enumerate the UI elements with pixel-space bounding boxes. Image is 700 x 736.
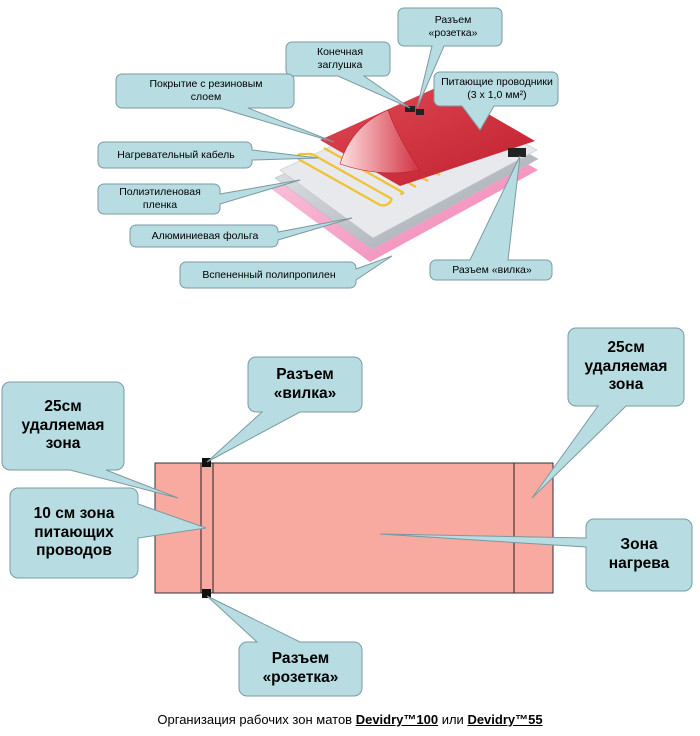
label-plug: Разъем «вилка»: [273, 365, 337, 402]
callout-bubble-heating-zone: [379, 518, 693, 592]
plug-block: [508, 148, 526, 157]
caption-prefix: Организация рабочих зон матов: [157, 712, 356, 727]
label-heating-zone: Зона нагрева: [608, 536, 670, 572]
callout-bubble-pe-film: [97, 179, 301, 215]
callout-bubble-end-cap: [285, 41, 411, 109]
label-rubber-cover: Покрытие с резиновым слоем: [149, 78, 263, 103]
label-foam-pp: Вспененный полипропилен: [202, 268, 336, 281]
end-cap-block: [405, 106, 415, 112]
bottom-callout-shapes: [1, 327, 693, 697]
label-aluminum-foil: Алюминиевая фольга: [151, 229, 259, 242]
callout-bubble-socket: [206, 595, 363, 697]
callout-bubble-power-wires: [433, 71, 559, 131]
callout-bubble-plug: [206, 356, 363, 463]
label-plug-top: Разъем «вилка»: [452, 263, 532, 276]
callout-bubble-rubber-cover: [115, 73, 335, 143]
caption-product-2: Devidry™55: [467, 712, 543, 727]
label-socket-top: Разъем «розетка»: [428, 14, 478, 39]
caption-middle: или: [438, 712, 468, 727]
figure-caption: Организация рабочих зон матов Devidry™10…: [0, 712, 700, 727]
callout-bubble-plug-top: [429, 155, 553, 281]
callout-bubble-heating-cable: [97, 141, 319, 169]
label-pe-film: Полиэтиленовая пленка: [119, 186, 201, 211]
callout-bubble-socket-top: [397, 7, 503, 109]
label-end-cap: Конечная заглушка: [316, 46, 364, 71]
label-supply-zone: 10 см зона питающих проводов: [33, 505, 115, 560]
label-power-wires: Питающие проводники (3 x 1,0 мм²): [441, 76, 553, 101]
callout-bubble-foam-pp: [179, 255, 393, 289]
plug-connector-marker: [202, 458, 211, 467]
label-heating-cable: Нагревательный кабель: [117, 148, 235, 161]
zone-mat: [154, 458, 554, 598]
socket-connector-marker: [202, 589, 211, 598]
top-callout-shapes: [97, 7, 559, 289]
callout-bubble-removable-left: [1, 381, 179, 499]
callout-bubble-supply-zone: [9, 487, 207, 579]
label-socket: Разъем «розетка»: [262, 650, 339, 686]
label-removable-right: 25см удаляемая зона: [584, 339, 668, 394]
callout-bubble-aluminum-foil: [129, 217, 353, 248]
caption-product-1: Devidry™100: [355, 712, 439, 727]
peeled-flap: [339, 109, 421, 174]
socket-block: [416, 109, 424, 115]
callout-bubble-removable-right: [531, 327, 685, 499]
mat-rectangle: [154, 462, 554, 594]
label-removable-left: 25см удаляемая зона: [21, 398, 105, 453]
